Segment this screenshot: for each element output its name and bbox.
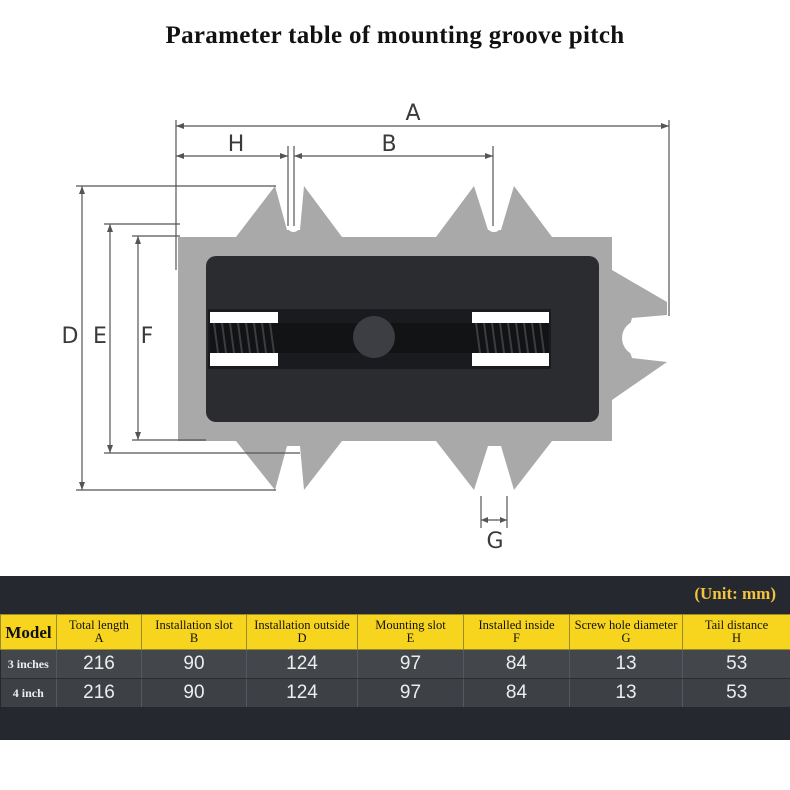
dimension-lines <box>76 120 670 528</box>
top-slot-right <box>488 186 500 232</box>
row-model: 3 inches <box>0 649 57 679</box>
bottom-slot-right <box>488 446 500 492</box>
cell-value: 97 <box>357 678 464 707</box>
label-b: B <box>381 132 396 157</box>
center-nut <box>353 316 395 358</box>
cell-value: 90 <box>141 678 247 707</box>
label-d: D <box>62 324 79 349</box>
label-e: E <box>93 324 107 349</box>
cell-value: 53 <box>682 649 790 679</box>
tail-notch <box>622 320 667 356</box>
label-h: H <box>228 132 245 157</box>
cell-value: 53 <box>682 678 790 707</box>
cell-value: 90 <box>141 649 247 679</box>
cell-value: 216 <box>56 649 142 679</box>
cell-value: 84 <box>463 678 570 707</box>
cell-value: 13 <box>569 649 683 679</box>
bottom-slot-left <box>288 446 299 492</box>
mounting-groove-diagram: A H B D E F G <box>62 101 670 554</box>
cell-value: 124 <box>246 678 358 707</box>
table-row: 3 inches 216 90 124 97 84 13 53 <box>0 649 790 679</box>
header-model: Model <box>0 614 57 650</box>
cell-value: 97 <box>357 649 464 679</box>
label-f: F <box>141 324 154 349</box>
unit-note: (Unit: mm) <box>694 584 776 603</box>
cell-value: 124 <box>246 649 358 679</box>
row-model: 4 inch <box>0 678 57 707</box>
label-g: G <box>486 529 503 554</box>
table-row: 4 inch 216 90 124 97 84 13 53 <box>0 678 790 707</box>
dimension-arrows <box>79 123 669 523</box>
screw-threads <box>213 322 545 354</box>
label-a: A <box>405 101 420 126</box>
cell-value: 13 <box>569 678 683 707</box>
page-title: Parameter table of mounting groove pitch <box>165 22 625 49</box>
cell-value: 216 <box>56 678 142 707</box>
cell-value: 84 <box>463 649 570 679</box>
